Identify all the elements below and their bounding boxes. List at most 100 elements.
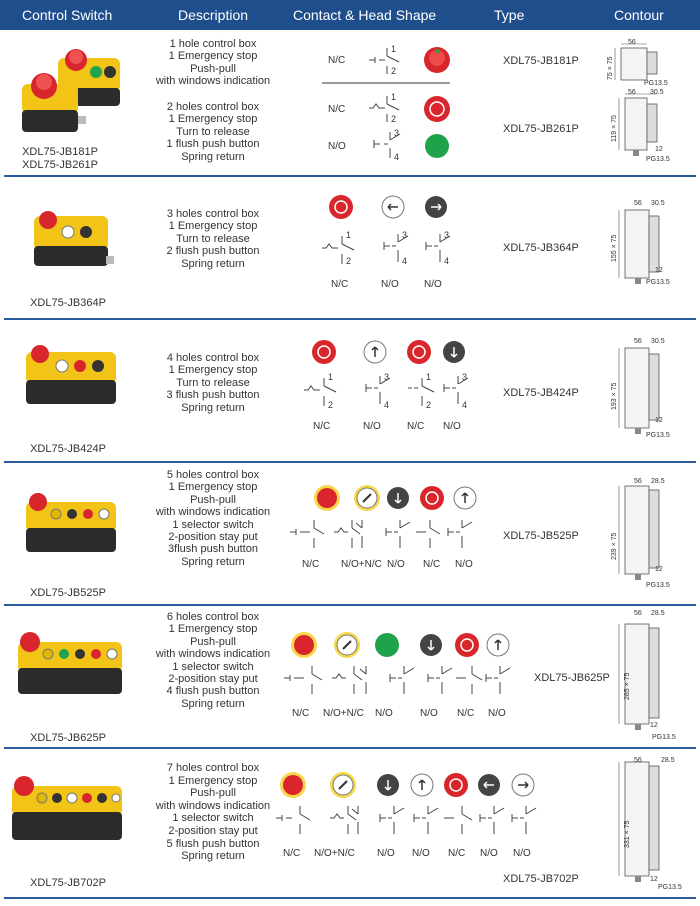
description-line: 3flush push button	[168, 543, 258, 556]
contact-label: N/O+N/C	[314, 848, 355, 859]
svg-text:2: 2	[426, 400, 431, 410]
contact-symbols	[276, 806, 537, 834]
dim-height: 331 × 75	[624, 820, 631, 848]
contact-label: N/O	[387, 559, 405, 570]
selector-switch-icon	[334, 632, 360, 658]
contact-label: N/O	[375, 708, 393, 719]
white-up-arrow-button-icon	[453, 486, 477, 510]
white-up-arrow-button-icon	[486, 633, 510, 657]
description-line: 1 Emergency stop	[168, 774, 258, 787]
type-code: XDL75-JB261P	[503, 123, 579, 135]
svg-text:1: 1	[391, 44, 396, 54]
description-line: Turn to release	[176, 376, 250, 389]
red-circle-button-icon	[420, 486, 444, 510]
svg-text:1: 1	[426, 372, 431, 382]
dim-height: 119 × 75	[611, 115, 618, 142]
header-control-switch: Control Switch	[22, 7, 113, 23]
product-code: XDL75-JB424P	[30, 443, 106, 455]
description-line: Turn to release	[176, 232, 250, 245]
description-line: 5 flush push button	[166, 837, 260, 850]
svg-text:4: 4	[462, 400, 467, 410]
contact-label: N/O	[488, 708, 506, 719]
header-contour: Contour	[614, 7, 664, 23]
description-line: Turn to release	[176, 125, 250, 138]
contact-label: N/O	[328, 141, 346, 152]
svg-text:1: 1	[328, 372, 333, 382]
description-line: 3 holes control box	[166, 208, 260, 220]
dim-depth: 28.5	[651, 610, 665, 617]
product-photo-jb625p	[18, 632, 122, 694]
description-block: 3 holes control box 1 Emergency stop Tur…	[153, 208, 273, 270]
description-line: with windows indication	[155, 648, 271, 661]
dim-cable: 12	[655, 566, 663, 573]
white-left-arrow-button-icon	[381, 195, 405, 219]
contact-label: N/C	[328, 104, 346, 115]
contact-label: N/C	[457, 708, 475, 719]
description-line: Spring return	[181, 850, 245, 863]
description-line: 2-position stay put	[168, 531, 258, 544]
contact-label: N/O	[363, 421, 381, 432]
svg-text:3: 3	[394, 128, 399, 138]
green-flush-button-icon	[425, 134, 449, 158]
nc-contact-symbol: 1 2	[369, 44, 400, 76]
red-circle-button-icon	[444, 773, 468, 797]
black-right-arrow-button-icon	[425, 196, 447, 218]
product-code: XDL75-JB181P	[22, 146, 98, 158]
description-line: Spring return	[181, 150, 245, 163]
row-divider	[4, 318, 696, 320]
dim-width: 56	[634, 200, 642, 207]
black-down-arrow-button-icon	[377, 774, 399, 796]
description-line: 6 holes control box	[166, 611, 260, 623]
svg-text:2: 2	[328, 400, 333, 410]
svg-text:3: 3	[384, 372, 389, 382]
dim-pg: PG13.5	[646, 432, 670, 439]
row-divider	[4, 461, 696, 463]
black-left-arrow-button-icon	[478, 774, 500, 796]
contact-label: N/C	[313, 421, 331, 432]
contact-label: N/C	[407, 421, 425, 432]
green-flush-button-icon	[375, 633, 399, 657]
description-line: 2-position stay put	[168, 824, 258, 837]
contact-label: N/C	[423, 559, 441, 570]
header-description: Description	[178, 7, 249, 23]
description-line: Push-pull	[190, 62, 236, 75]
dim-cable: 12	[655, 417, 663, 424]
product-code: XDL75-JB625P	[30, 732, 106, 744]
description-line: 1 hole control box	[169, 38, 257, 50]
red-mushroom-ring-button-icon	[314, 485, 340, 511]
dim-pg: PG13.5	[644, 80, 668, 87]
contour-drawing	[618, 485, 660, 580]
svg-text:3: 3	[402, 230, 407, 240]
product-photo-jb702p	[12, 776, 122, 840]
svg-text:2: 2	[391, 114, 396, 124]
description-block: 1 hole control box 1 Emergency stop Push…	[153, 38, 273, 88]
nc-contact-symbol: 1 2	[369, 92, 400, 124]
contact-label: N/C	[448, 848, 466, 859]
description-block: 6 holes control box 1 Emergency stop Pus…	[153, 611, 273, 710]
svg-text:1: 1	[346, 230, 351, 240]
contact-label: N/C	[302, 559, 320, 570]
description-line: 4 holes control box	[166, 352, 260, 364]
svg-text:3: 3	[462, 372, 467, 382]
dim-width: 56	[634, 757, 642, 764]
svg-text:4: 4	[402, 256, 407, 266]
dim-pg: PG13.5	[652, 734, 676, 741]
description-line: 1 Emergency stop	[168, 50, 258, 63]
product-code: XDL75-JB702P	[30, 877, 106, 889]
contour-drawing	[618, 761, 660, 882]
dim-height: 285 × 75	[624, 672, 631, 700]
svg-text:3: 3	[444, 230, 449, 240]
header-type: Type	[494, 7, 525, 23]
description-line: 3 flush push button	[166, 389, 260, 402]
type-code: XDL75-JB625P	[534, 672, 610, 684]
description-line: 5 holes control box	[166, 469, 260, 481]
description-line: 1 Emergency stop	[168, 113, 258, 126]
dim-height: 75 × 75	[607, 56, 614, 80]
black-down-arrow-button-icon	[420, 634, 442, 656]
block-divider	[322, 82, 450, 84]
description-line: 1 selector switch	[172, 812, 254, 825]
contact-label: N/C	[331, 279, 349, 290]
description-line: 1 flush push button	[166, 138, 260, 151]
dim-width: 56	[628, 89, 636, 96]
